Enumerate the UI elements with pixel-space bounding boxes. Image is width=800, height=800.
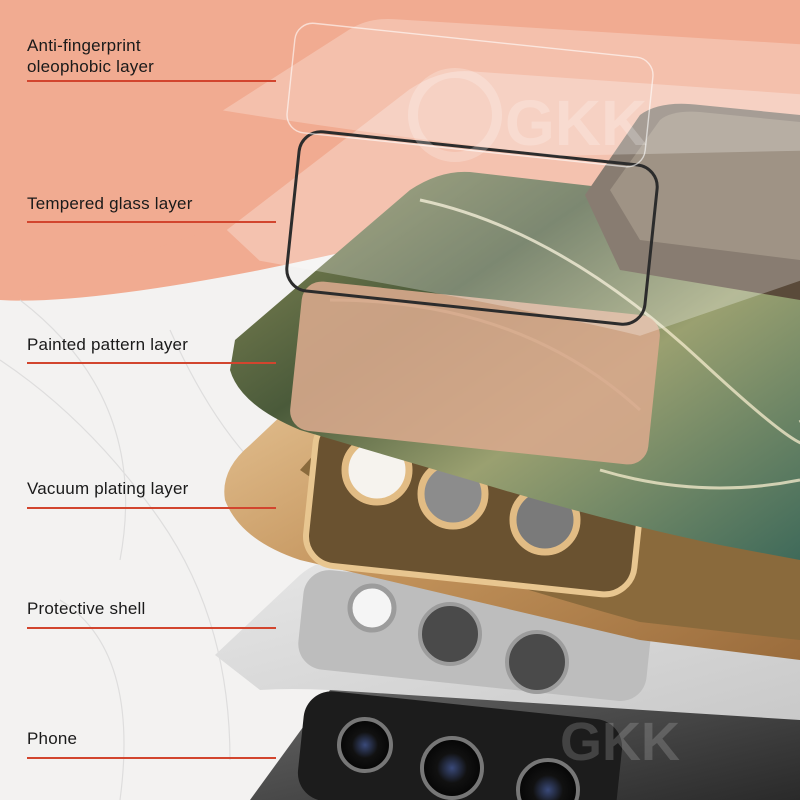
watermark-text: GKK	[505, 87, 647, 159]
rule-tempered-glass	[27, 221, 276, 223]
label-tempered-glass: Tempered glass layer	[27, 194, 193, 213]
watermark: GKK GKK	[408, 68, 680, 772]
label-phone: Phone	[27, 729, 78, 748]
label-anti-fingerprint: Anti-fingerprint oleophobic layer	[27, 35, 154, 77]
phone-edge-top	[585, 103, 800, 300]
rule-protective-shell	[27, 627, 276, 629]
label-painted-pattern: Painted pattern layer	[27, 335, 189, 354]
label-anti-fingerprint-line1: Anti-fingerprint	[27, 36, 141, 55]
tempered-glass-sheet	[226, 71, 800, 336]
rule-anti-fingerprint	[27, 80, 276, 82]
rule-painted-pattern	[27, 362, 276, 364]
rule-phone	[27, 757, 276, 759]
label-vacuum-plating: Vacuum plating layer	[27, 479, 189, 498]
label-anti-fingerprint-line2: oleophobic layer	[27, 57, 155, 76]
marble-veins	[0, 299, 261, 800]
rule-vacuum-plating	[27, 507, 276, 509]
anti-fingerprint-sheet	[222, 18, 800, 168]
watermark-text-bottom: GKK	[560, 712, 680, 772]
label-protective-shell: Protective shell	[27, 599, 146, 618]
